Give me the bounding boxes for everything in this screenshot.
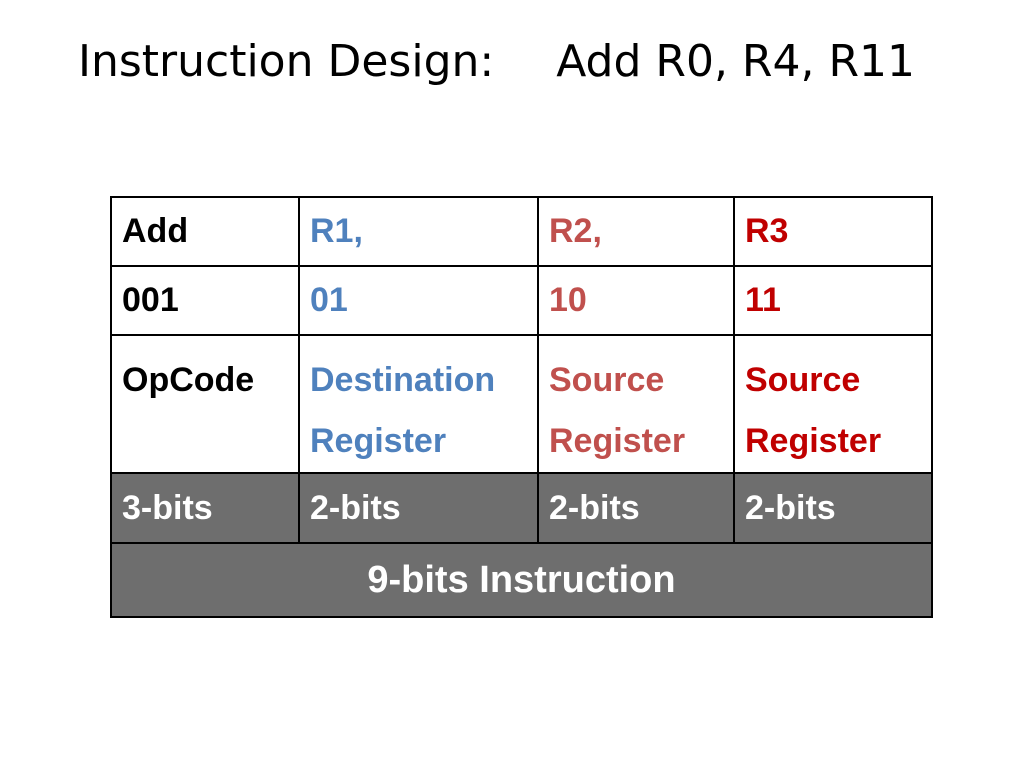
cell-destination-description-line1: Destination [310,361,496,399]
cell-source2-binary: 11 [733,265,933,336]
cell-opcode-description: OpCode [110,334,300,474]
cell-opcode-bits: 3-bits [110,472,300,544]
cell-source2-description-line1: Source [745,361,861,399]
table-row-binary: 001 01 10 11 [110,265,933,336]
cell-source1-name: R2, [537,196,735,267]
cell-source2-description: Source Register [733,334,933,474]
cell-source2-bits: 2-bits [733,472,933,544]
cell-source2-description-line2: Register [745,422,882,460]
cell-total-instruction-size: 9-bits Instruction [110,542,933,618]
cell-destination-description-line2: Register [310,422,447,460]
cell-destination-name: R1, [298,196,539,267]
table-row-total: 9-bits Instruction [110,542,933,618]
cell-opcode-name: Add [110,196,300,267]
cell-source2-name: R3 [733,196,933,267]
table-row-mnemonic: Add R1, R2, R3 [110,196,933,267]
cell-source1-bits: 2-bits [537,472,735,544]
table-row-description: OpCode Destination Register Source Regis… [110,334,933,474]
cell-opcode-binary: 001 [110,265,300,336]
slide-title: Instruction Design: Add R0, R4, R11 [78,32,915,92]
slide-title-instruction: Add R0, R4, R11 [556,36,916,87]
cell-source1-description: Source Register [537,334,735,474]
table-row-bit-widths: 3-bits 2-bits 2-bits 2-bits [110,472,933,544]
cell-opcode-description-line: OpCode [122,361,255,399]
cell-destination-description: Destination Register [298,334,539,474]
slide-title-label: Instruction Design: [78,36,495,87]
cell-destination-bits: 2-bits [298,472,539,544]
cell-source1-description-line2: Register [549,422,686,460]
cell-destination-binary: 01 [298,265,539,336]
instruction-format-table: Add R1, R2, R3 001 01 10 11 OpCode Desti… [110,196,933,618]
cell-source1-description-line1: Source [549,361,665,399]
cell-source1-binary: 10 [537,265,735,336]
